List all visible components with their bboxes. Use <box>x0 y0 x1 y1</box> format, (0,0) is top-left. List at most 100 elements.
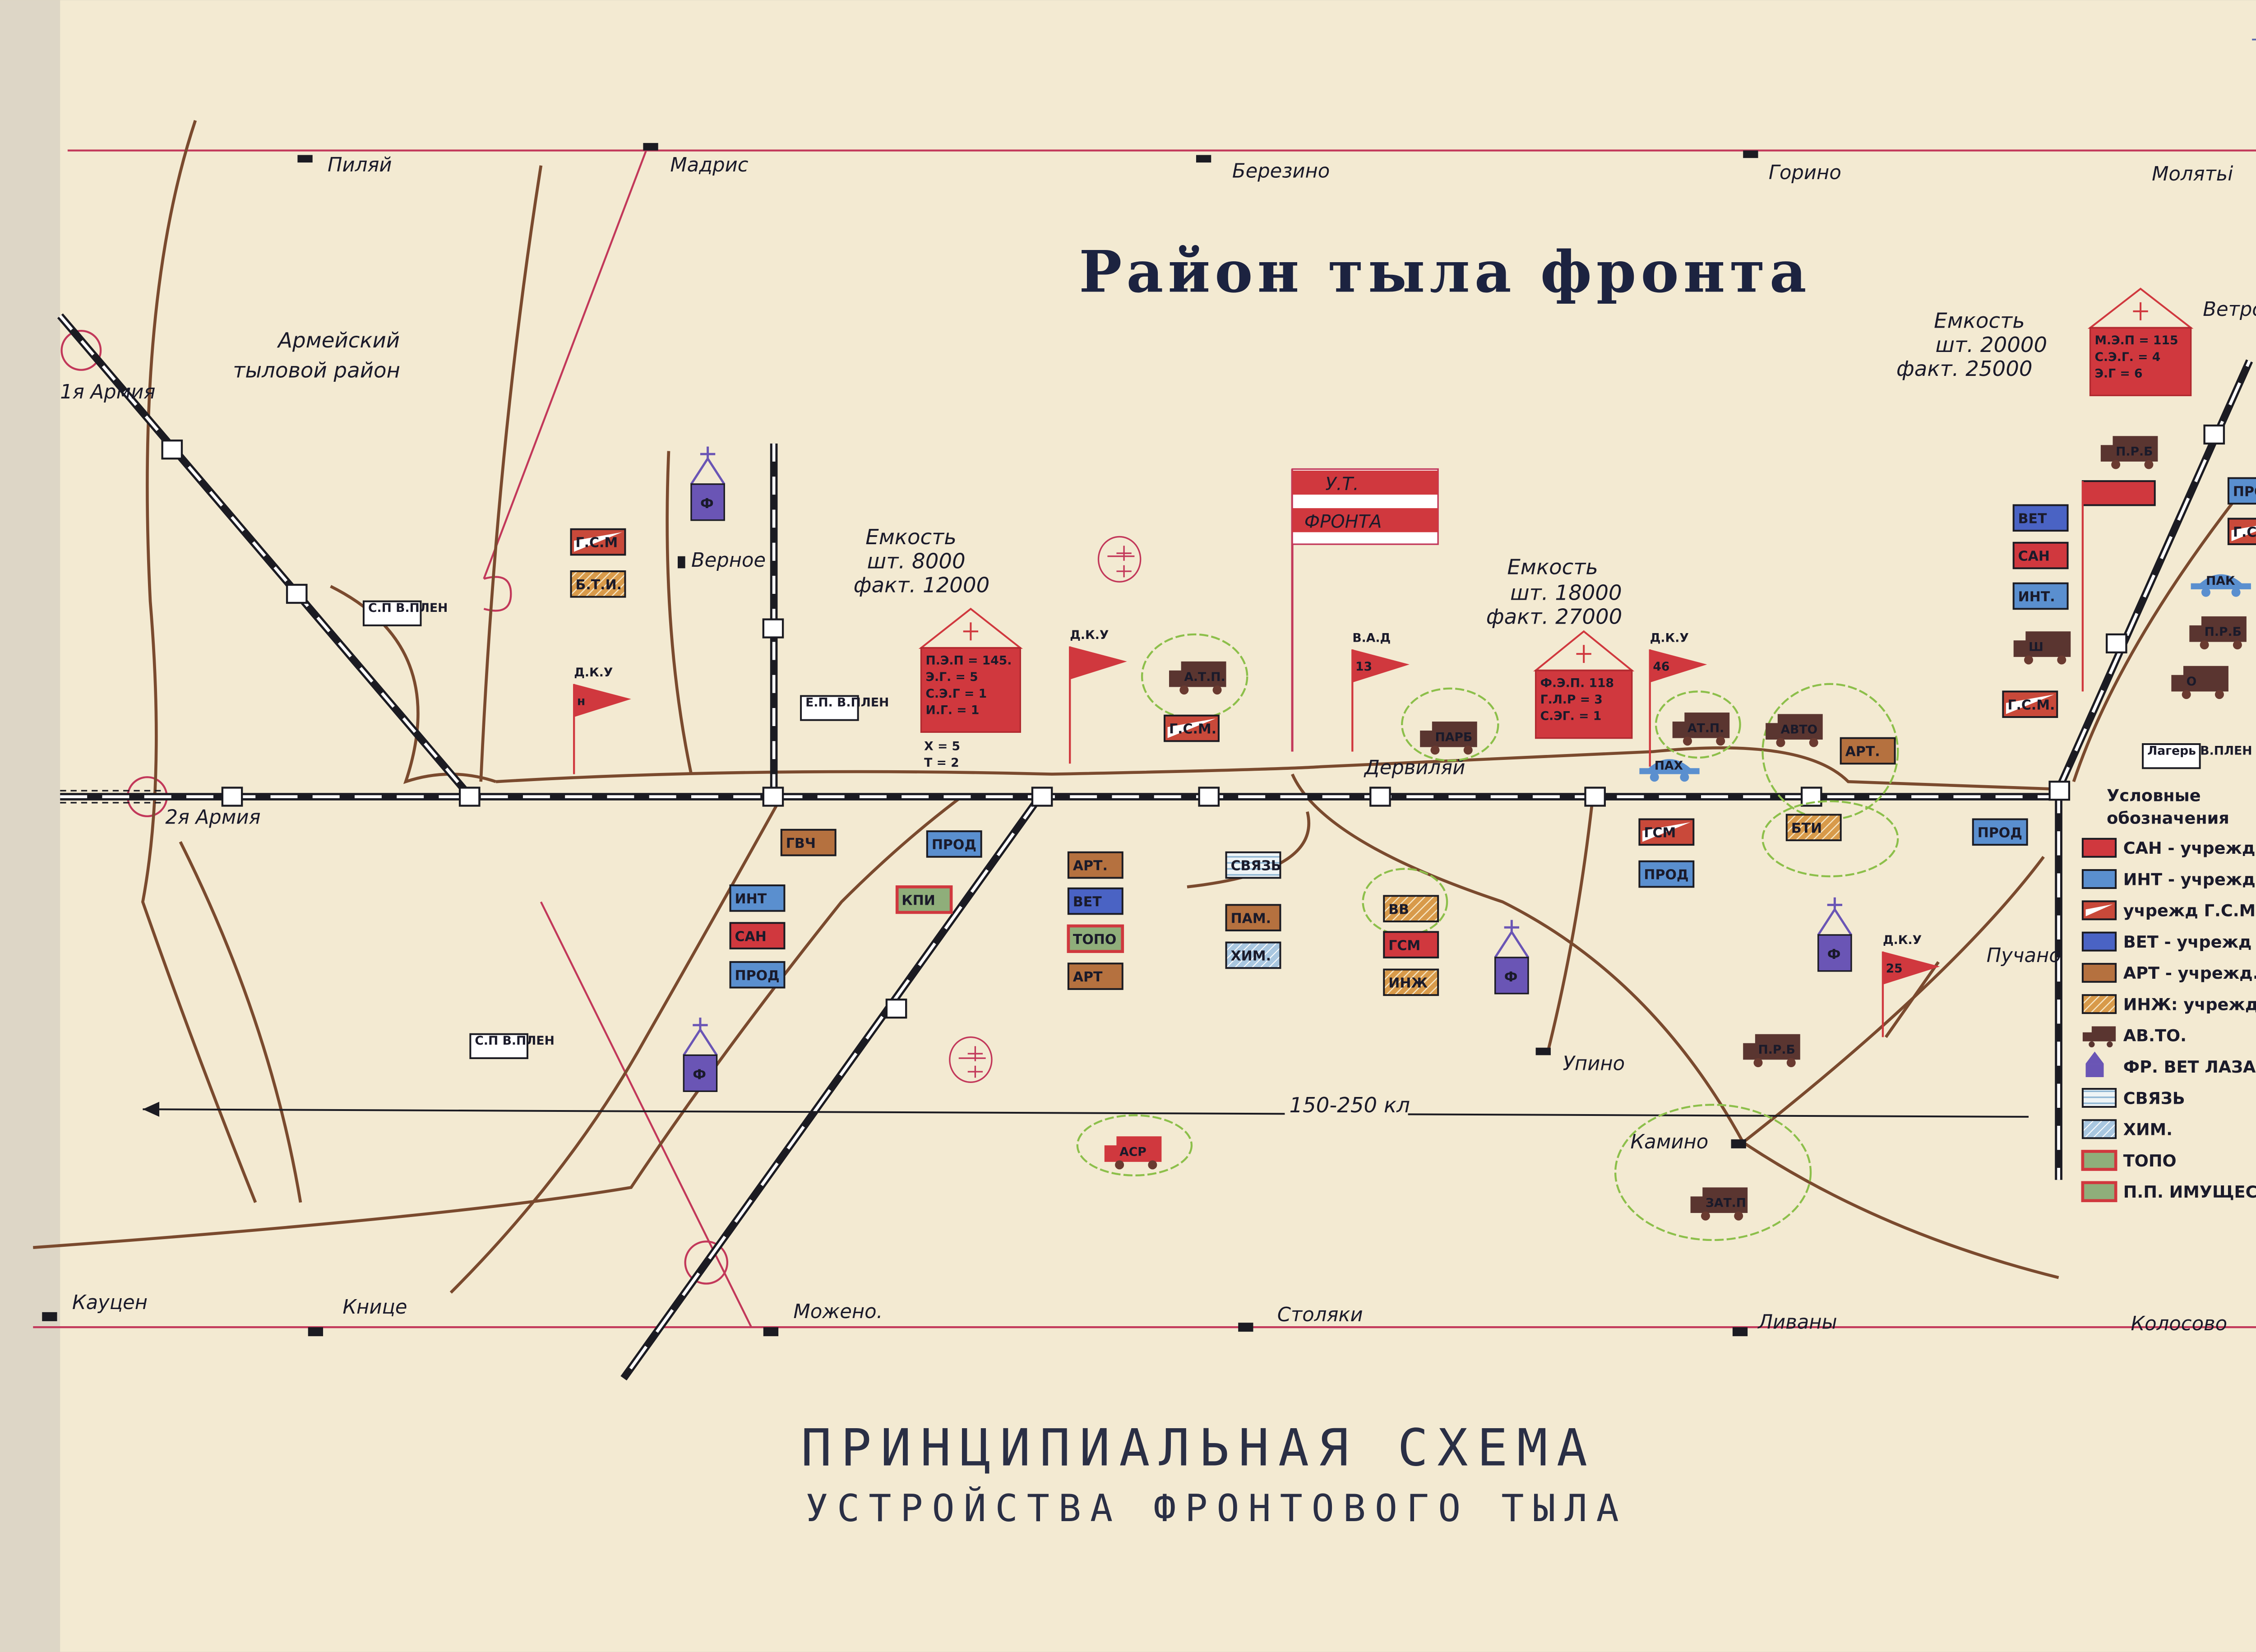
legend-label: САН - учрежд <box>2123 838 2256 858</box>
unit-inzh: Б.Т.И. <box>570 570 626 598</box>
unit-label: ВЕТ <box>2018 511 2047 527</box>
unit-label: Г.С.М <box>576 535 618 551</box>
unit-label: САН <box>2018 549 2050 565</box>
town-stolyaki: Столяки <box>1277 1304 1363 1326</box>
legend-item-him: ХИМ. <box>2081 1119 2173 1139</box>
distance-arrow: 150-250 кл <box>143 1092 2029 1118</box>
unit-art: АРТ <box>1067 963 1123 990</box>
legend-label: П.П. ИМУЩЕСТ. <box>2123 1182 2256 1202</box>
unit-label: Лагерь В.ПЛЕН <box>2147 744 2252 758</box>
truck-label: АТ.П. <box>1687 721 1724 735</box>
unit-art: ГВЧ <box>780 828 837 856</box>
unit-label: ПРОД <box>735 968 780 984</box>
unit-label: ПРОД <box>1978 825 2022 841</box>
legend-title-1: Условные <box>2107 786 2201 805</box>
hospital-stat: Э.Г = 6 <box>2095 366 2143 380</box>
distance-label: 150-250 кл <box>1289 1093 1410 1117</box>
truck-icon: АСР <box>1104 1136 1162 1170</box>
town-puchano: Пучано <box>1987 944 2061 967</box>
unit-label: БТИ <box>1791 820 1822 836</box>
unit-int: ИНТ <box>729 884 786 912</box>
truck-icon: ПАРБ <box>1420 722 1477 755</box>
flag-number: 13 <box>1355 660 1372 674</box>
truck-icon: Ш <box>2013 631 2071 665</box>
unit-label: Б.Т.И. <box>576 577 622 593</box>
unit-int: ПРОД <box>1972 818 2028 846</box>
vet-lazaret-icon: Ф <box>683 1018 718 1092</box>
hospital-stat: М.Э.П = 115 <box>2095 333 2178 347</box>
unit-label: ИНЖ <box>1388 976 1428 991</box>
unit-label: ВВ <box>1388 902 1409 917</box>
unit-label: ХИМ. <box>1231 949 1271 964</box>
town-kautsen: Кауцен <box>72 1291 148 1314</box>
scheme-title: ПРИНЦИПИАЛЬНАЯ СХЕМА <box>801 1418 1596 1478</box>
car-label: ПАК <box>2206 574 2235 588</box>
legend-item-lazaret: ФР. ВЕТ ЛАЗАРЕТ <box>2085 1051 2256 1078</box>
unit-gsm: Г.С.М. <box>2227 518 2256 546</box>
evacuation-hospital: П.Э.П = 145.Э.Г. = 5С.Э.Г = 1И.Г. = 1Х =… <box>918 607 1023 770</box>
unit-san: САН <box>729 922 786 949</box>
flag-number: 25 <box>1886 962 1903 976</box>
hospital-extra: Т = 2 <box>924 756 959 770</box>
flag-label: Д.К.У <box>574 666 613 680</box>
dku-flag: Д.К.У <box>1069 628 1127 764</box>
town-knitse: Книце <box>342 1296 407 1319</box>
scheme-subtitle: УСТРОЙСТВА ФРОНТОВОГО ТЫЛА <box>805 1486 1628 1530</box>
legend-item-svyaz: СВЯЗЬ <box>2081 1087 2185 1108</box>
truck-icon: П.Р.Б <box>2189 616 2247 650</box>
unit-inzh: БТИ <box>1785 814 1842 842</box>
legend-label: АРТ - учрежд. <box>2123 963 2256 983</box>
dku-flag: Д.К.У25 <box>1882 933 1940 1037</box>
legend-label: ФР. ВЕТ ЛАЗАРЕТ <box>2123 1057 2256 1077</box>
capacity-2-fact: факт. 27000 <box>1486 605 1623 629</box>
vet-lazaret-icon: Ф <box>1817 897 1853 972</box>
town-livany: Ливаны <box>1757 1311 1837 1334</box>
capacity-3-shtat: шт. 20000 <box>1936 333 2048 357</box>
capacity-1-head: Емкость <box>865 525 957 549</box>
flag-label: В.А.Д <box>1352 631 1391 645</box>
legend-item-san: САН - учрежд <box>2081 838 2256 858</box>
town-berezino: Березино <box>1232 160 1330 182</box>
hospitals-layer: П.Э.П = 145.Э.Г. = 5С.Э.Г = 1И.Г. = 1Х =… <box>918 287 2194 770</box>
legend-label: ИНТ - учрежд <box>2123 870 2256 889</box>
unit-label: Г.С.М. <box>2233 524 2256 540</box>
dku-flag: Д.К.Ун <box>573 666 631 774</box>
hospital-stat: С.Э.Г. = 4 <box>2095 350 2161 364</box>
hq-flag-line2: ФРОНТА <box>1304 511 1382 532</box>
capacity-1-fact: факт. 12000 <box>854 573 990 597</box>
hospital-stat: П.Э.П = 145. <box>926 653 1012 667</box>
unit-art: ПАМ. <box>1225 904 1281 931</box>
car-icon: ПАК <box>2191 574 2251 597</box>
unit-label: ИНТ. <box>2018 589 2055 605</box>
unit-gsm: Г.С.М. <box>1164 714 1220 742</box>
unit-label: ПРОД <box>2233 484 2256 500</box>
hq-flag-line1: У.Т. <box>1325 474 1359 495</box>
vet-lazaret-letter: Ф <box>693 1067 706 1083</box>
truck-icon: П.Р.Б <box>1743 1034 1800 1068</box>
truck-icon: АВТО <box>1766 714 1823 747</box>
front-rear-hq-flag: У.Т. ФРОНТА <box>1291 468 1439 752</box>
unit-him: ХИМ. <box>1225 941 1281 969</box>
unit-plen: Е.П. В.ПЛЕН <box>800 695 889 721</box>
truck-icon: П.Р.Б <box>2100 436 2158 469</box>
dku-flag: В.А.Д 13 <box>1351 631 1410 752</box>
unit-label: С.П В.ПЛЕН <box>475 1034 554 1048</box>
town-vernoe: Верное <box>691 549 766 572</box>
truck-icon: АТ.П. <box>1672 713 1730 746</box>
unit-int: ИНТ. <box>2012 582 2069 610</box>
unit-san: САН <box>2012 541 2069 569</box>
town-gorino: Горино <box>1769 162 1841 184</box>
unit-label: ГСМ <box>1644 825 1676 841</box>
hospital-stat: И.Г. = 1 <box>926 703 980 717</box>
unit-int: ПРОД <box>1638 860 1695 888</box>
town-kamino: Камино <box>1630 1131 1708 1153</box>
trucks-layer: А.Т.П.ПАРБАТ.П.АВТОП.Р.БШП.Р.БОП.Р.БАСРЗ… <box>1104 436 2251 1221</box>
truck-icon: О <box>2171 666 2228 699</box>
unit-san <box>2081 480 2156 692</box>
legend-item-int: ИНТ - учрежд <box>2081 869 2256 889</box>
legend-item-inzh: ИНЖ: учрежд. <box>2081 994 2256 1014</box>
unit-label: КПИ <box>901 893 935 908</box>
legend-label: ХИМ. <box>2123 1120 2173 1139</box>
roads <box>33 120 2251 1294</box>
